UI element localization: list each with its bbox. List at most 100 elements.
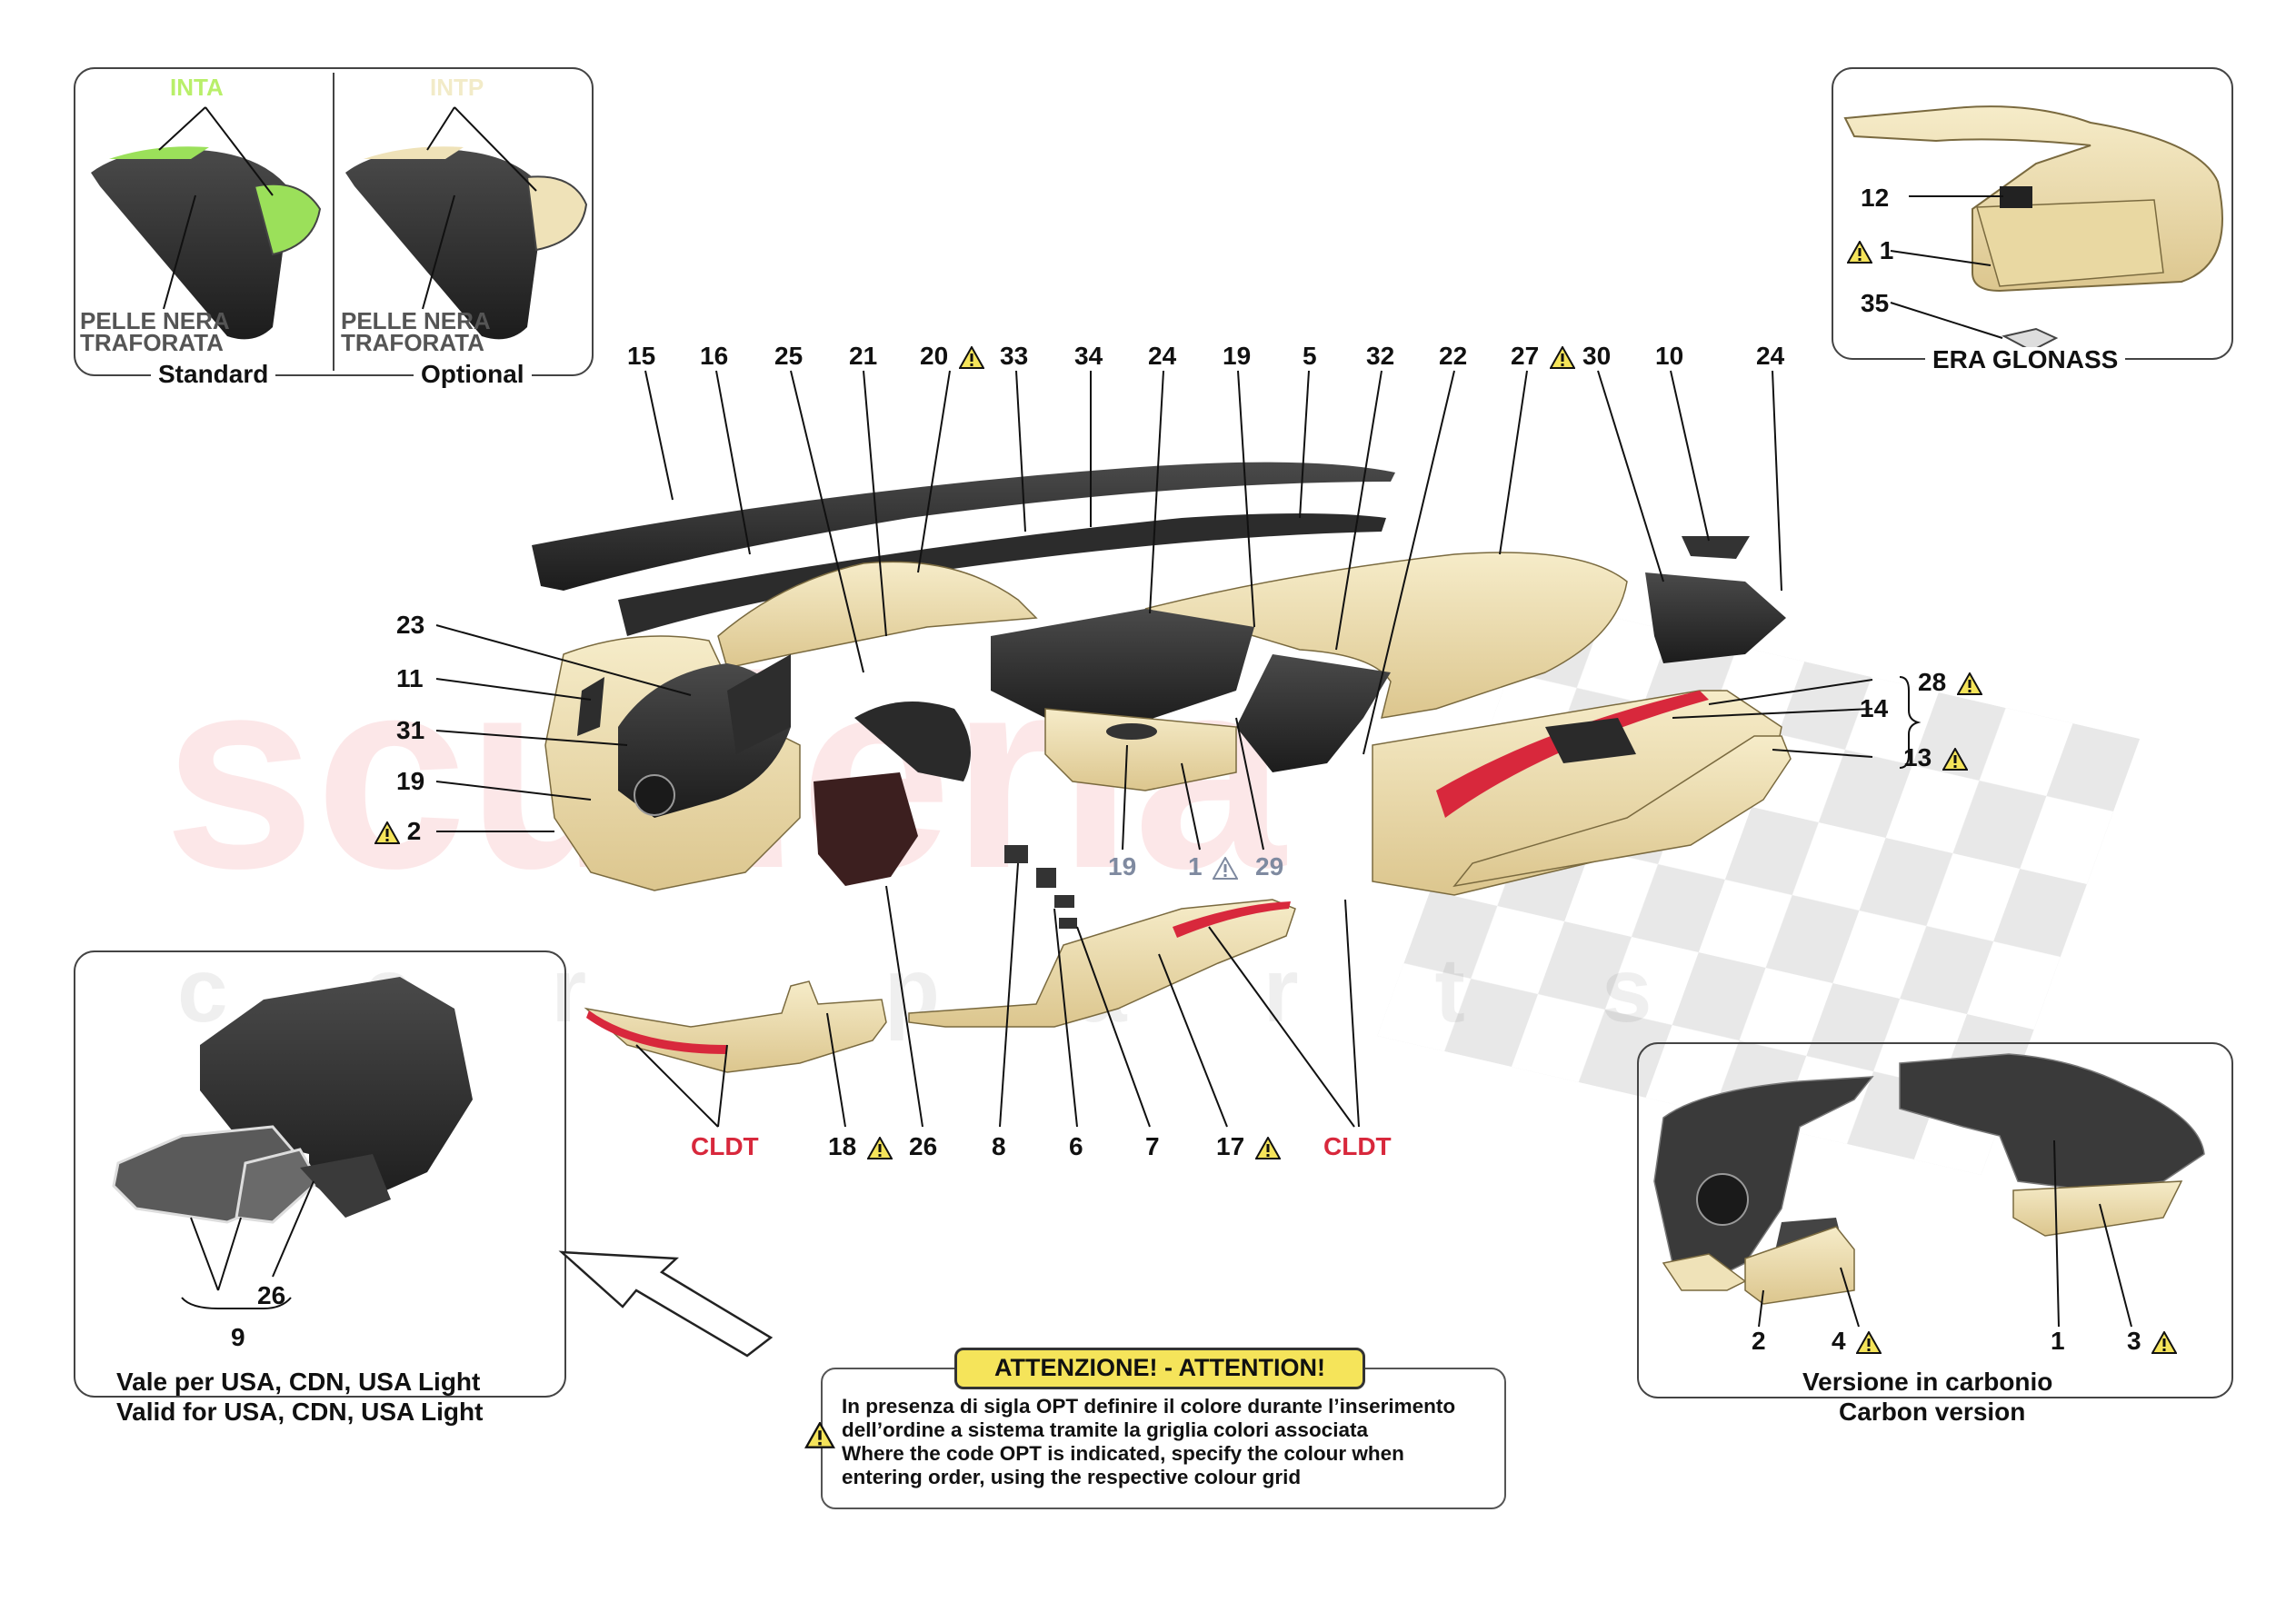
label-31: 31 xyxy=(396,716,425,744)
inset-b-text-1: PELLE NERA xyxy=(341,307,491,334)
label-22: 22 xyxy=(1439,342,1468,370)
label-19a: 19 xyxy=(1223,342,1252,370)
label-13: 13 xyxy=(1903,745,1968,771)
attention-line-2: dell’ordine a sistema tramite la griglia… xyxy=(842,1418,1368,1441)
usa-knee-bolster xyxy=(112,977,473,1309)
label-15: 15 xyxy=(627,342,656,370)
carbon-label-2: 2 xyxy=(1752,1327,1766,1355)
label-21: 21 xyxy=(849,342,878,370)
label-1c: 1 xyxy=(1188,852,1239,881)
label-30: 30 xyxy=(1582,342,1612,370)
label-28-text: 28 xyxy=(1918,668,1947,696)
label-29: 29 xyxy=(1255,852,1284,881)
part-26-steering-column-shroud xyxy=(814,702,971,886)
inset-caption-optional: Optional xyxy=(414,362,532,387)
label-16: 16 xyxy=(700,342,729,370)
carbon-version-parts xyxy=(1653,1053,2205,1328)
warning-icon xyxy=(804,1422,835,1448)
label-17: 17 xyxy=(1216,1134,1281,1160)
part-13-right-lower-trim xyxy=(1452,735,1792,888)
usa-label-26: 26 xyxy=(257,1281,286,1309)
label-cldt-left: CLDT xyxy=(691,1132,759,1160)
label-23: 23 xyxy=(396,611,425,639)
part-17-lower-center-trim xyxy=(908,899,1296,1028)
inset-a-text-2: TRAFORATA xyxy=(80,329,224,356)
label-1c-text: 1 xyxy=(1188,852,1203,881)
inset-a-text-1: PELLE NERA xyxy=(80,307,230,334)
label-20-text: 20 xyxy=(920,342,949,370)
warning-icon xyxy=(866,1136,893,1159)
warning-icon xyxy=(1213,856,1239,880)
inset-usa-frame xyxy=(74,950,566,1398)
inset-leather-frame xyxy=(74,67,594,376)
inset-caption-standard: Standard xyxy=(151,362,276,387)
part-20-binnacle-cover xyxy=(717,561,1038,669)
label-18-text: 18 xyxy=(828,1132,857,1160)
carbon-caption-2: Carbon version xyxy=(1839,1398,2026,1426)
label-13-text: 13 xyxy=(1903,743,1932,771)
leather-cover-standard xyxy=(91,106,322,340)
inset-carbon-frame xyxy=(1637,1042,2233,1398)
carbon-label-4: 4 xyxy=(1832,1328,1882,1355)
usa-caption-2: Valid for USA, CDN, USA Light xyxy=(116,1398,484,1426)
part-central-lower-panel xyxy=(1044,708,1237,791)
label-2: 2 xyxy=(371,819,421,845)
inset-tag-intp: INTP xyxy=(430,74,484,101)
label-cldt-right: CLDT xyxy=(1323,1132,1392,1160)
attention-line-1: In presenza di sigla OPT definire il col… xyxy=(842,1395,1456,1418)
part-left-dash-section xyxy=(544,635,801,891)
label-8: 8 xyxy=(992,1132,1006,1160)
label-19c: 19 xyxy=(1108,852,1137,881)
attention-line-3: Where the code OPT is indicated, specify… xyxy=(842,1442,1404,1465)
leather-cover-optional xyxy=(345,106,588,340)
label-14: 14 xyxy=(1860,694,1889,722)
label-5: 5 xyxy=(1303,342,1317,370)
carbon-label-3-text: 3 xyxy=(2127,1327,2141,1355)
warning-icon xyxy=(2151,1330,2178,1354)
glonass-caption: ERA GLONASS xyxy=(1925,347,2126,373)
label-6: 6 xyxy=(1069,1132,1083,1160)
part-8-6-7-small-components xyxy=(1004,845,1077,929)
warning-icon xyxy=(1549,345,1575,369)
glonass-label-1-text: 1 xyxy=(1879,236,1894,264)
label-27: 27 xyxy=(1511,343,1575,370)
warning-icon xyxy=(1254,1136,1281,1159)
glonass-dash-section xyxy=(1843,105,2223,353)
part-15-top-cover xyxy=(532,462,1395,591)
label-28: 28 xyxy=(1918,670,1982,696)
part-22-center-vent-black xyxy=(991,609,1391,772)
label-25: 25 xyxy=(774,342,804,370)
warning-icon xyxy=(1847,240,1872,264)
direction-arrow xyxy=(558,1250,774,1358)
label-26: 26 xyxy=(909,1132,938,1160)
label-18: 18 xyxy=(828,1134,893,1160)
leader-lines xyxy=(435,370,1922,1128)
label-10: 10 xyxy=(1655,342,1684,370)
label-17-text: 17 xyxy=(1216,1132,1245,1160)
warning-icon xyxy=(1956,672,1982,695)
warning-icon xyxy=(374,821,400,844)
label-11: 11 xyxy=(396,664,424,692)
part-right-glovebox xyxy=(1372,690,1782,896)
part-24-right-vent xyxy=(1645,536,1786,663)
warning-icon xyxy=(958,345,984,369)
part-18-left-lower-trim xyxy=(584,980,887,1073)
carbon-label-1: 1 xyxy=(2051,1327,2065,1355)
usa-caption-1: Vale per USA, CDN, USA Light xyxy=(116,1368,481,1396)
inset-b-text-2: TRAFORATA xyxy=(341,329,484,356)
inset-tag-inta: INTA xyxy=(170,74,224,101)
carbon-label-4-text: 4 xyxy=(1832,1327,1846,1355)
label-32: 32 xyxy=(1366,342,1395,370)
label-24a: 24 xyxy=(1148,342,1177,370)
warning-icon xyxy=(1942,747,1968,771)
label-33: 33 xyxy=(1000,342,1029,370)
label-34: 34 xyxy=(1074,342,1103,370)
warning-icon xyxy=(1856,1330,1882,1354)
usa-label-9: 9 xyxy=(231,1323,245,1351)
attention-line-4: entering order, using the respective col… xyxy=(842,1466,1302,1488)
label-19b: 19 xyxy=(396,767,425,795)
glonass-label-12: 12 xyxy=(1861,184,1890,212)
carbon-label-3: 3 xyxy=(2127,1327,2178,1355)
attention-title: ATTENZIONE! - ATTENTION! xyxy=(954,1348,1365,1389)
